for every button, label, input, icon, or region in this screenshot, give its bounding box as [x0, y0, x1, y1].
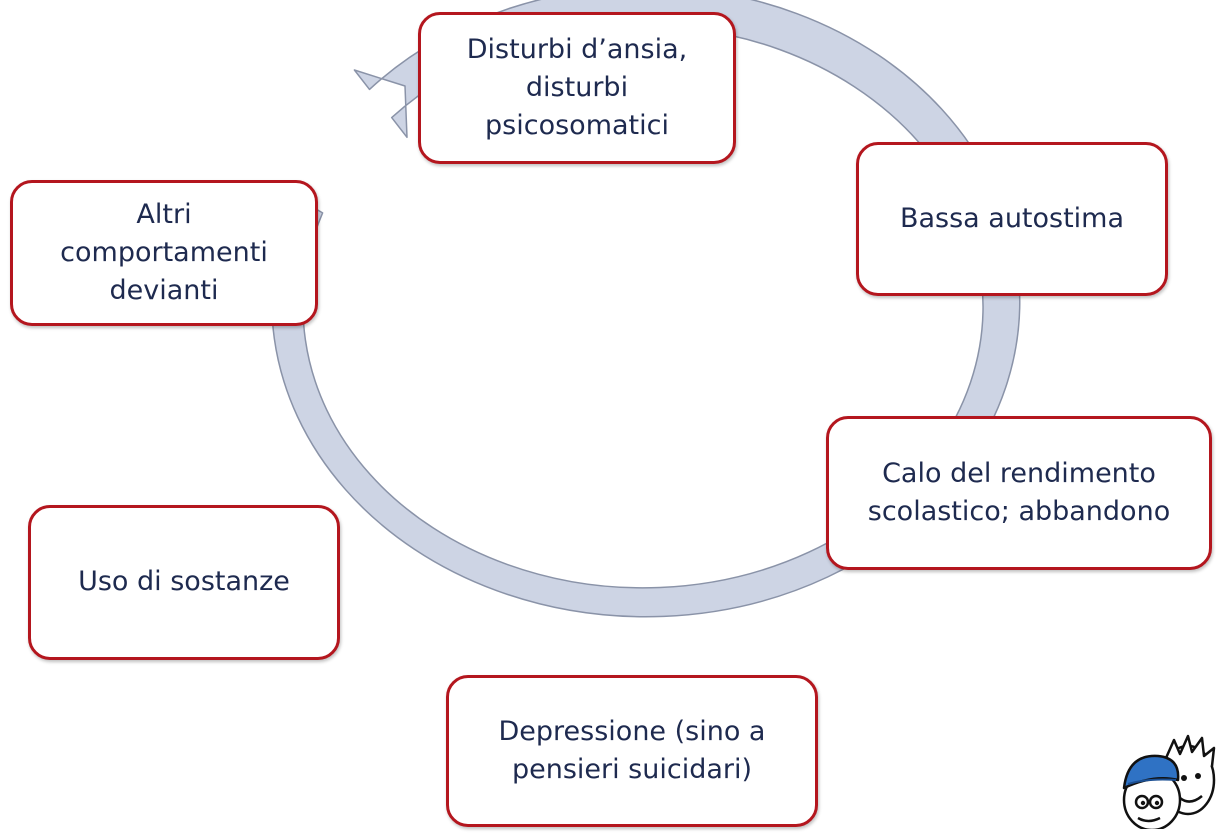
node-other-deviant-behaviors: Altri comportamenti devianti — [10, 180, 318, 326]
node-school-performance-drop: Calo del rendimento scolastico; abbandon… — [826, 416, 1212, 570]
node-low-self-esteem: Bassa autostima — [856, 142, 1168, 296]
cartoon-kids-icon — [1122, 734, 1216, 829]
node-label: Uso di sostanze — [78, 566, 290, 598]
node-label: Depressione (sino a pensieri suicidari) — [498, 715, 766, 785]
node-label: Disturbi d’ansia, disturbi psicosomatici — [466, 33, 688, 142]
node-label: Altri comportamenti devianti — [60, 198, 268, 307]
node-depression: Depressione (sino a pensieri suicidari) — [446, 675, 818, 827]
node-substance-use: Uso di sostanze — [28, 505, 340, 660]
node-label: Bassa autostima — [899, 202, 1125, 234]
node-anxiety-disorders: Disturbi d’ansia, disturbi psicosomatici — [418, 12, 736, 164]
node-label: Calo del rendimento scolastico; abbandon… — [867, 457, 1171, 527]
